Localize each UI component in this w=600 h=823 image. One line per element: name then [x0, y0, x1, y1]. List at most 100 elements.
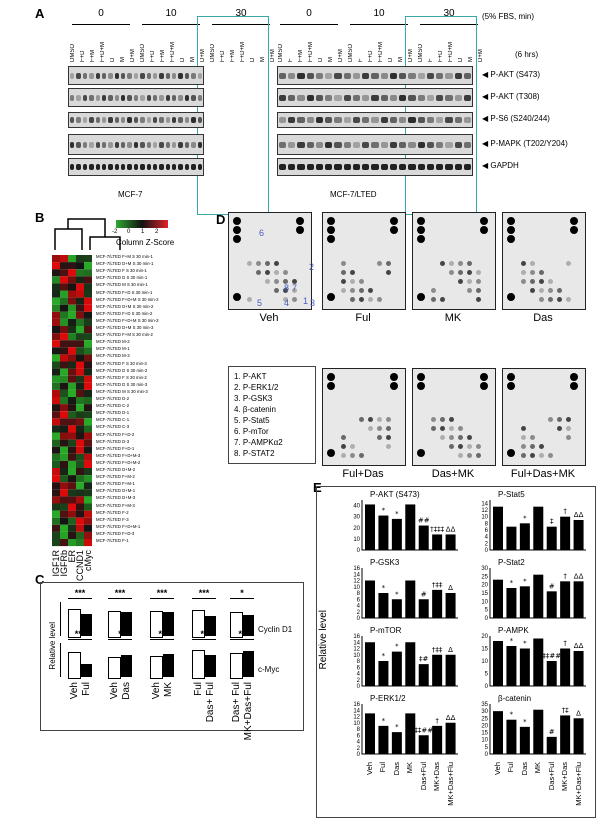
blot-band — [343, 164, 351, 170]
heatmap-cell — [84, 524, 92, 532]
heatmap-cell — [60, 318, 68, 326]
blot-band — [165, 141, 171, 148]
bar — [378, 725, 389, 754]
protein-spot — [350, 279, 355, 284]
time-group-label: 0 — [306, 8, 312, 19]
protein-spot — [265, 279, 270, 284]
protein-spot — [521, 279, 526, 284]
protein-spot — [458, 453, 463, 458]
heatmap-cell — [84, 340, 92, 348]
heatmap-cell — [52, 276, 60, 284]
protein-spot — [566, 261, 571, 266]
heatmap-row-label: MCF-7/LTED F+M S 30 min-1 — [96, 254, 153, 259]
heatmap-cell — [84, 304, 92, 312]
protein-spot — [274, 279, 279, 284]
protein-spot — [341, 261, 346, 266]
reference-spot — [570, 382, 578, 390]
heatmap-cell — [76, 524, 84, 532]
blot-band — [70, 117, 75, 123]
bar-white — [108, 656, 121, 679]
bar — [432, 534, 443, 550]
heatmap-cell — [52, 453, 60, 461]
sig-mark: * — [382, 507, 386, 515]
heatmap-row-label: MCF-7/LTED M-1 — [96, 346, 130, 352]
protein-spot — [557, 288, 562, 293]
sig-line — [68, 598, 92, 599]
blot-band — [172, 94, 177, 101]
protein-spot — [274, 270, 279, 275]
protein-spot — [359, 453, 364, 458]
blot-band — [436, 72, 444, 79]
blot-band — [334, 117, 342, 123]
blot-band — [146, 94, 151, 101]
heatmap-cell — [76, 460, 84, 468]
blot-band — [306, 94, 314, 101]
dot-array — [412, 212, 496, 310]
bar — [378, 515, 389, 550]
x-category-label: MK+Das+Flu — [445, 762, 455, 806]
bar — [546, 661, 557, 686]
protein-spot — [467, 288, 472, 293]
array-label: Das+MK — [431, 468, 475, 480]
blot-band — [95, 72, 100, 79]
sig-mark: † — [563, 640, 567, 648]
blot-label: ◀ P-MAPK (T202/Y204) — [482, 138, 568, 148]
bar — [573, 651, 584, 686]
blot-band — [82, 94, 88, 101]
protein-spot — [548, 279, 553, 284]
blot-band — [352, 72, 361, 79]
protein-spot — [548, 297, 553, 302]
blot-strip — [68, 88, 204, 107]
blot-band — [408, 94, 416, 101]
protein-spot — [476, 453, 481, 458]
blot-band — [178, 164, 183, 170]
sig-mark: ΔΔ — [446, 525, 456, 533]
blot-band — [334, 141, 342, 148]
blot-band — [191, 117, 196, 123]
protein-spot — [341, 444, 346, 449]
protein-spot — [521, 453, 526, 458]
bar-black — [163, 654, 174, 677]
blot-band — [445, 94, 453, 101]
blot-band — [114, 94, 120, 101]
heatmap-cell — [84, 404, 92, 412]
lane-label: M — [120, 57, 126, 62]
blot-band — [82, 141, 88, 148]
heatmap-cell — [52, 411, 60, 419]
sig-mark: †‡ — [562, 706, 570, 714]
blot-band — [89, 164, 94, 170]
bar-black — [243, 615, 254, 636]
bar — [533, 574, 544, 618]
x-category-label: Das — [391, 762, 401, 776]
key-item: 7. P-AMPKα2 — [234, 438, 283, 447]
heatmap-row-label: MCF-7/LTED F+D S 30 min-1 — [96, 289, 153, 295]
panel-e-label: E — [313, 480, 322, 495]
reference-spot — [327, 293, 335, 301]
heatmap-cell — [60, 418, 68, 426]
bar — [405, 504, 416, 550]
bar — [418, 735, 429, 754]
heatmap-cell — [68, 375, 76, 383]
bar — [506, 526, 517, 550]
heatmap-cell — [84, 531, 92, 539]
heatmap-cell — [68, 276, 76, 284]
heatmap-cell — [60, 361, 68, 369]
heatmap-cell — [68, 397, 76, 405]
heatmap-cell — [52, 432, 60, 440]
protein-spot — [539, 288, 544, 293]
heatmap-row-label: MCF-7/LTED D+M-1 — [96, 488, 136, 494]
heatmap-cell — [52, 446, 60, 454]
blot-band — [70, 94, 75, 101]
tick-label: 12 — [353, 647, 360, 653]
heatmap-row-label: MCF-7/LTED M-2 — [96, 339, 130, 345]
blot-strip — [277, 88, 473, 107]
array-label: Ful+Das — [342, 468, 384, 480]
blot-band — [172, 117, 177, 123]
protein-spot — [539, 444, 544, 449]
blot-band — [184, 117, 190, 123]
blot-band — [101, 141, 107, 148]
blot-band — [463, 117, 471, 123]
heatmap-cell — [60, 404, 68, 412]
time-group-line — [420, 24, 478, 25]
lane-label: M — [328, 57, 334, 62]
